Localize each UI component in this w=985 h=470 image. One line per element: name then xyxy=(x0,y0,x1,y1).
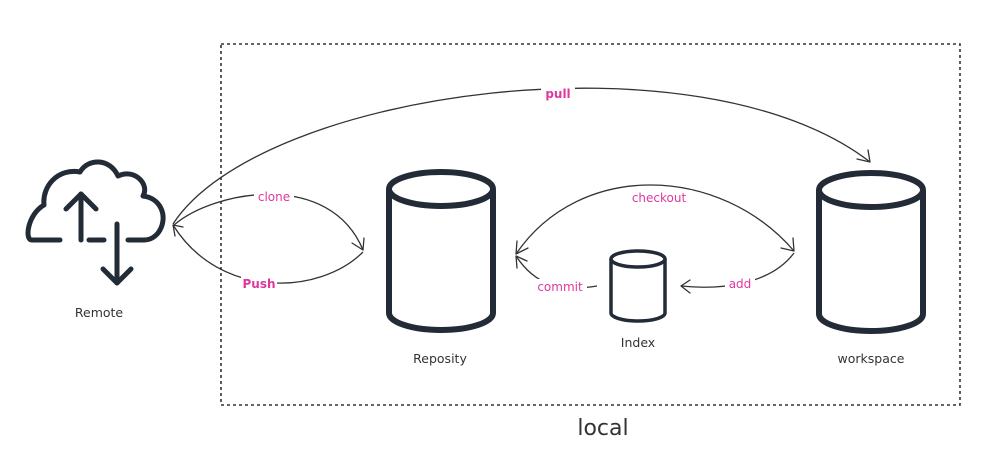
local-group-label: local xyxy=(577,416,628,441)
edge-pull: pull xyxy=(172,86,871,225)
local-group-boundary xyxy=(220,43,961,406)
index-cylinder-icon xyxy=(609,249,667,323)
workspace-cylinder-icon xyxy=(816,170,926,334)
edge-label-checkout: checkout xyxy=(632,191,687,205)
edge-clone: clone xyxy=(173,189,365,251)
cloud-upload-download-icon xyxy=(25,159,166,286)
repository-cylinder-icon xyxy=(386,169,496,333)
edge-label-push: Push xyxy=(242,277,275,291)
edge-label-add: add xyxy=(729,277,752,291)
edge-label-commit: commit xyxy=(537,280,583,294)
edge-label-pull: pull xyxy=(545,87,570,101)
edge-commit: commit xyxy=(515,255,598,295)
index-label: Index xyxy=(621,335,655,350)
edge-push: Push xyxy=(172,224,364,292)
edge-checkout: checkout xyxy=(515,184,795,255)
edge-label-clone: clone xyxy=(258,190,290,204)
edge-add: add xyxy=(680,252,795,294)
workspace-label: workspace xyxy=(838,351,905,366)
repository-label: Reposity xyxy=(413,351,467,366)
remote-label: Remote xyxy=(75,305,124,320)
